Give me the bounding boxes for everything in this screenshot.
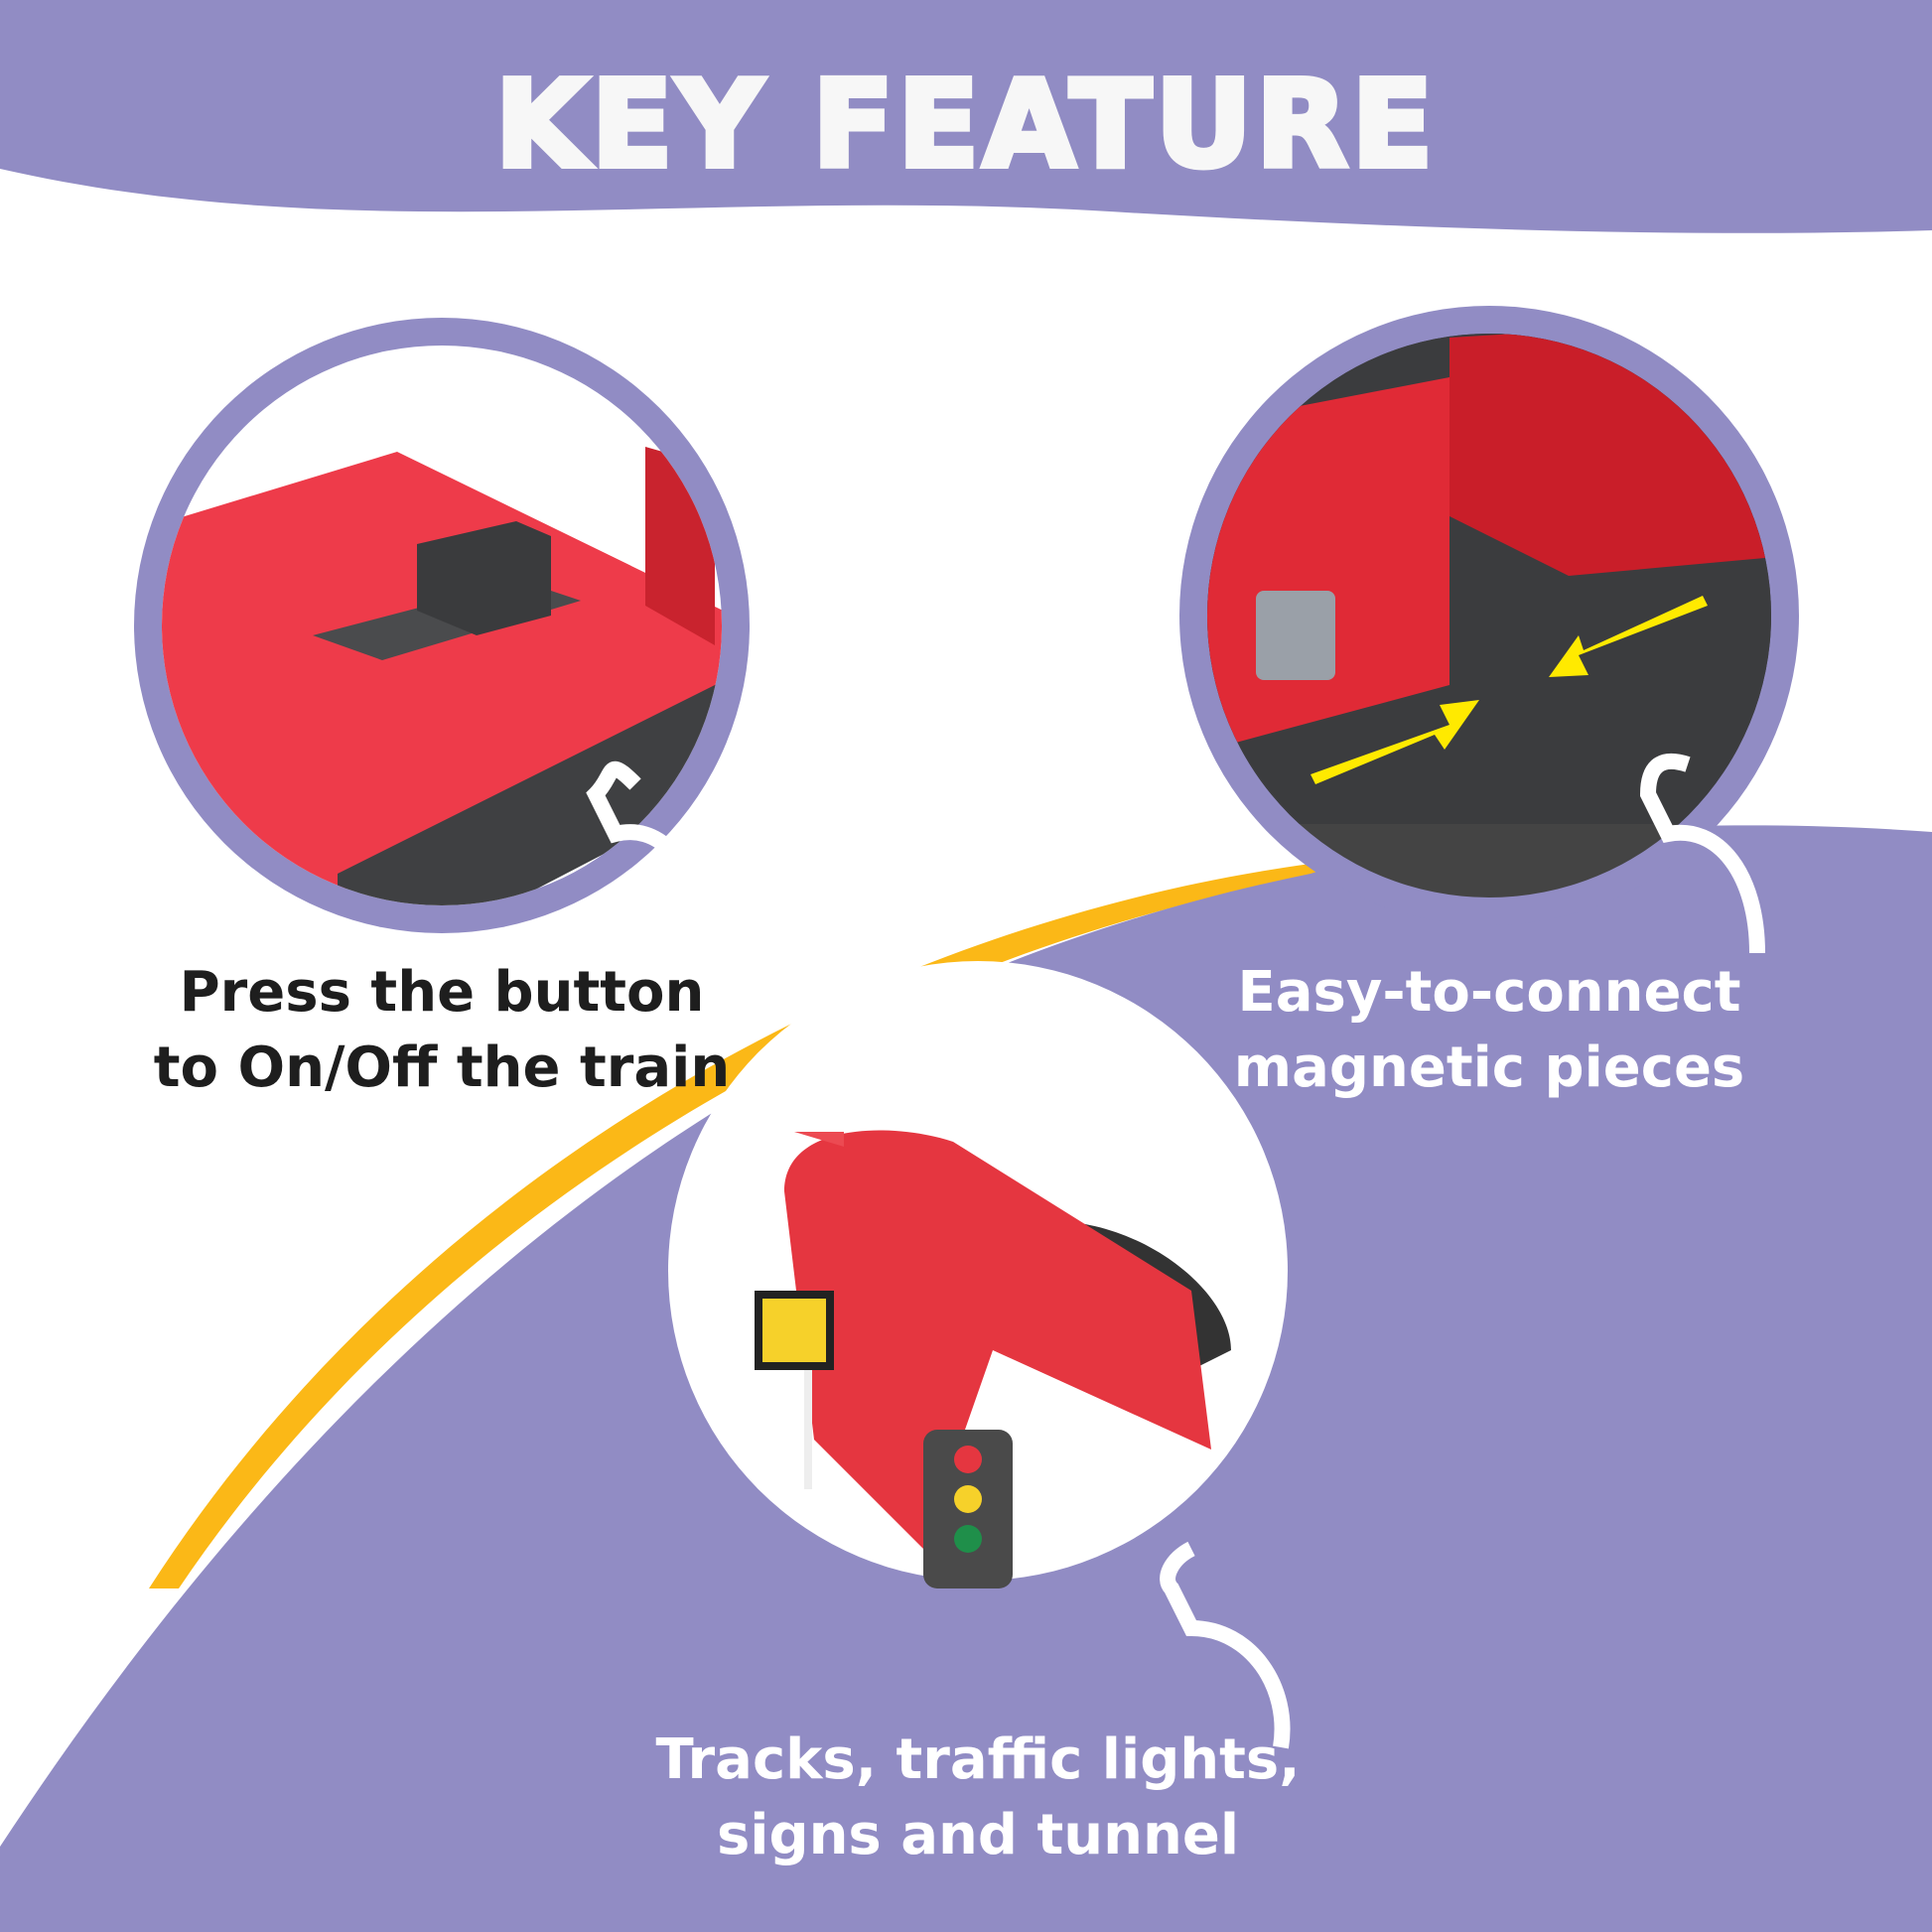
- caption-line: to On/Off the train: [153, 1035, 731, 1100]
- feature-caption-switch: Press the button to On/Off the train: [94, 955, 789, 1106]
- header-band: [0, 0, 1932, 233]
- feature-image-magnet: [1179, 306, 1799, 954]
- caption-line: magnetic pieces: [1233, 1035, 1745, 1100]
- caption-line: signs and tunnel: [716, 1803, 1240, 1867]
- feature-caption-tunnel: Tracks, traffic lights, signs and tunnel: [581, 1723, 1375, 1873]
- caption-line: Press the button: [179, 960, 705, 1025]
- caption-line: Easy-to-connect: [1237, 960, 1741, 1025]
- page-title: KEY FEATURE: [492, 57, 1438, 195]
- caption-line: Tracks, traffic lights,: [655, 1727, 1301, 1792]
- feature-image-tunnel: [668, 961, 1291, 1749]
- feature-caption-magnet: Easy-to-connect magnetic pieces: [1142, 955, 1837, 1106]
- feature-image-switch: [134, 318, 750, 944]
